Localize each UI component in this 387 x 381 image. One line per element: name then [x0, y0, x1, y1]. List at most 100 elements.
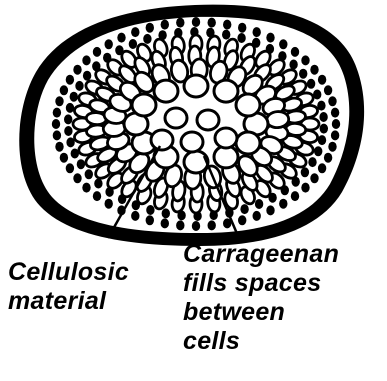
carrageenan-label-line-4: cells [183, 327, 339, 356]
small-cell [75, 81, 83, 91]
small-cell [93, 47, 101, 57]
large-cell [184, 151, 208, 173]
small-cell [55, 142, 63, 152]
small-cell [105, 199, 113, 209]
small-cell [307, 79, 315, 89]
small-cell [53, 130, 61, 140]
small-cell [131, 27, 139, 37]
small-cell [60, 153, 68, 163]
cellulosic-material-label: Cellulosic material [8, 258, 129, 316]
large-cell [215, 128, 237, 148]
large-cell [165, 108, 187, 128]
small-cell [162, 208, 170, 218]
small-cell [331, 130, 339, 140]
carrageenan-label-line-3: between [183, 298, 339, 327]
small-cell [143, 34, 151, 44]
small-cell [192, 221, 200, 231]
small-cell [70, 92, 78, 102]
small-cell [222, 30, 230, 40]
small-cell [318, 75, 326, 85]
carrageenan-label-line-2: fills spaces [183, 269, 339, 298]
small-cell [255, 199, 263, 209]
cellulosic-label-line-2: material [8, 287, 129, 316]
small-cell [208, 220, 216, 230]
small-cell [324, 85, 332, 95]
small-cell [105, 39, 113, 49]
small-cell [161, 218, 169, 228]
small-cell [238, 215, 246, 225]
small-cell [301, 183, 309, 193]
small-cell [82, 183, 90, 193]
small-cell [240, 204, 248, 214]
small-cell [289, 60, 297, 70]
carrageenan-label-line-1: Carrageenan [183, 240, 339, 269]
carrageenan-label: Carrageenan fills spaces between cells [183, 240, 339, 356]
small-cell [310, 65, 318, 75]
small-cell [77, 159, 85, 169]
small-cell [279, 39, 287, 49]
small-cell [146, 205, 154, 215]
small-cell [318, 135, 326, 145]
small-cell [279, 199, 287, 209]
small-cell [176, 220, 184, 230]
small-cell [253, 211, 261, 221]
small-cell [331, 108, 339, 118]
small-cell [94, 179, 102, 189]
small-cell [332, 119, 340, 129]
large-cell [151, 130, 173, 150]
small-cell [146, 23, 154, 33]
small-cell [117, 33, 125, 43]
small-cell [64, 114, 72, 124]
small-cell [55, 96, 63, 106]
small-cell [192, 17, 200, 27]
small-cell [328, 142, 336, 152]
small-cell [319, 112, 327, 122]
small-cell [73, 65, 81, 75]
large-cell [132, 94, 156, 116]
small-cell [318, 163, 326, 173]
small-cell [314, 146, 322, 156]
small-cell [253, 27, 261, 37]
cellulosic-label-line-1: Cellulosic [8, 258, 129, 287]
small-cell [266, 205, 274, 215]
small-cell [238, 23, 246, 33]
small-cell [237, 33, 245, 43]
small-cell [301, 167, 309, 177]
small-cell [308, 157, 316, 167]
small-cell [73, 173, 81, 183]
small-cell [208, 18, 216, 28]
small-cell [53, 108, 61, 118]
large-cell [236, 94, 260, 116]
small-cell [161, 20, 169, 30]
large-cell [181, 132, 203, 152]
large-cell [184, 75, 208, 97]
small-cell [66, 103, 74, 113]
small-cell [64, 126, 72, 136]
small-cell [176, 18, 184, 28]
small-cell [291, 47, 299, 57]
small-cell [291, 191, 299, 201]
small-cell [320, 124, 328, 134]
small-cell [328, 96, 336, 106]
oval-cell [266, 111, 289, 129]
large-cell [154, 80, 178, 102]
small-cell [66, 163, 74, 173]
small-cell [266, 33, 274, 43]
small-cell [60, 85, 68, 95]
small-cell [299, 69, 307, 79]
small-cell [52, 119, 60, 129]
small-cell [129, 39, 137, 49]
small-cell [83, 71, 91, 81]
large-cell [197, 110, 219, 130]
large-cell [236, 132, 260, 154]
small-cell [223, 20, 231, 30]
small-cell [324, 153, 332, 163]
small-cell [131, 211, 139, 221]
small-cell [85, 169, 93, 179]
large-cell [214, 80, 238, 102]
small-cell [301, 55, 309, 65]
small-cell [310, 173, 318, 183]
small-cell [93, 191, 101, 201]
small-cell [82, 55, 90, 65]
small-cell [66, 75, 74, 85]
